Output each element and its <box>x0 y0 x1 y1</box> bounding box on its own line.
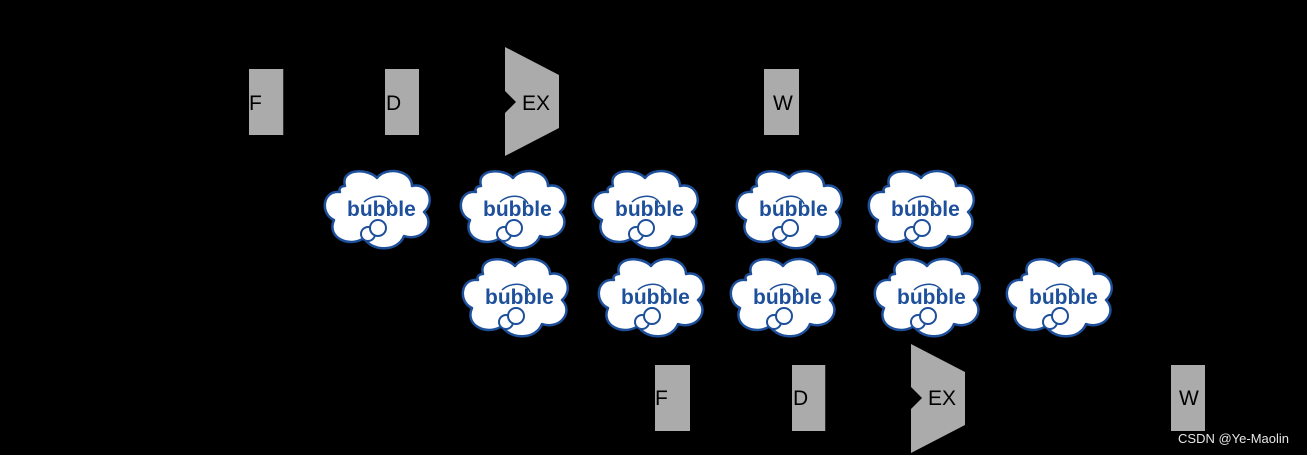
bubble-cloud: bubble <box>729 257 838 338</box>
bubble-cloud: bubble <box>873 257 982 338</box>
fetch-stage-1-label: F <box>249 92 262 115</box>
instruction-1-pipeline: F D EX W <box>249 47 799 156</box>
bubble-label: bubble <box>483 198 552 221</box>
bubble-cloud: bubble <box>461 257 570 338</box>
bubble-row-1: bubble bubble bubble bubble bubble <box>323 169 976 250</box>
bubble-cloud: bubble <box>597 257 706 338</box>
bubble-cloud: bubble <box>1005 257 1114 338</box>
execute-stage-2-alu: EX <box>911 344 965 453</box>
watermark: CSDN @Ye-Maolin <box>1178 431 1289 446</box>
bubble-label: bubble <box>897 286 966 309</box>
bubble-label: bubble <box>891 198 960 221</box>
writeback-stage-2-label: W <box>1179 387 1199 410</box>
writeback-stage-1: W <box>764 69 799 135</box>
execute-stage-2-label: EX <box>928 387 956 410</box>
writeback-stage-1-label: W <box>773 92 793 115</box>
bubble-label: bubble <box>615 198 684 221</box>
bubble-cloud: bubble <box>591 169 700 250</box>
decode-stage-1-label: D <box>386 92 401 115</box>
bubble-label: bubble <box>1029 286 1098 309</box>
bubble-cloud: bubble <box>867 169 976 250</box>
bubble-label: bubble <box>759 198 828 221</box>
bubble-row-2: bubble bubble bubble bubble bubble <box>461 257 1114 338</box>
fetch-stage-2: F <box>655 365 690 431</box>
bubble-label: bubble <box>753 286 822 309</box>
fetch-stage-2-label: F <box>655 387 668 410</box>
instruction-2-pipeline: F D EX W <box>655 344 1205 453</box>
decode-stage-1: D <box>385 69 419 135</box>
execute-stage-1-alu: EX <box>505 47 559 156</box>
bubble-label: bubble <box>485 286 554 309</box>
fetch-stage-1: F <box>249 69 285 135</box>
bubble-label: bubble <box>621 286 690 309</box>
bubble-cloud: bubble <box>459 169 568 250</box>
execute-stage-1-label: EX <box>522 92 550 115</box>
bubble-label: bubble <box>347 198 416 221</box>
writeback-stage-2: W <box>1171 365 1205 431</box>
decode-stage-2-label: D <box>793 387 808 410</box>
bubble-cloud: bubble <box>735 169 844 250</box>
decode-stage-2: D <box>792 365 827 431</box>
bubble-cloud: bubble <box>323 169 432 250</box>
